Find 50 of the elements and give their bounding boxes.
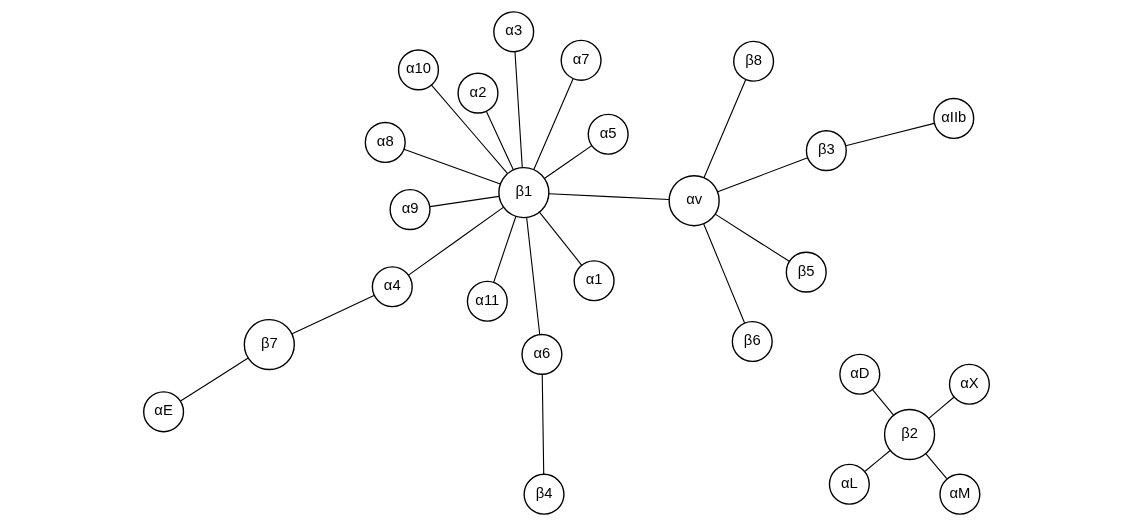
node-circle: β8 <box>733 40 775 82</box>
connector <box>538 211 583 266</box>
node-circle: αD <box>839 353 881 395</box>
node-circle: α4 <box>371 266 413 308</box>
node-circle: α9 <box>389 188 431 231</box>
node-circle: α8 <box>364 121 406 164</box>
connector <box>533 78 574 171</box>
node-circle: α7 <box>560 39 602 81</box>
connector <box>493 215 517 283</box>
connector <box>703 223 746 324</box>
node-circle: α11 <box>466 280 508 322</box>
node-circle: αM <box>939 473 981 515</box>
node-circle: α5 <box>587 113 629 155</box>
node-circle: αIIb <box>933 97 975 139</box>
connector <box>845 122 935 147</box>
connector <box>541 373 545 475</box>
connector <box>430 84 508 174</box>
connector <box>864 449 891 472</box>
connector <box>717 157 809 193</box>
node-circle: β4 <box>523 473 565 515</box>
connector <box>179 357 249 402</box>
node-circle: β1 <box>498 166 550 219</box>
connector <box>703 79 747 179</box>
connector <box>407 206 504 276</box>
connector <box>485 110 514 171</box>
connector <box>544 145 593 179</box>
node-circle: β3 <box>805 130 847 172</box>
node-circle: α6 <box>521 333 563 375</box>
connector <box>526 217 541 336</box>
connector <box>871 389 895 416</box>
connector <box>291 294 375 335</box>
node-circle: αE <box>143 391 185 433</box>
node-circle: β6 <box>731 320 773 363</box>
node-circle: αv <box>668 175 720 227</box>
connector <box>928 396 955 419</box>
node-circle: αX <box>948 363 990 405</box>
node-circle: β2 <box>883 408 936 461</box>
connector <box>714 213 790 262</box>
node-circle: αL <box>828 463 870 505</box>
connector <box>429 195 500 208</box>
node-circle: β7 <box>243 318 295 371</box>
node-circle: α3 <box>493 11 535 53</box>
node-circle: α10 <box>397 49 440 91</box>
node-circle: α1 <box>573 260 615 302</box>
node-circle: α2 <box>457 72 499 114</box>
connector <box>403 148 501 185</box>
connector <box>548 193 670 201</box>
connector <box>514 51 523 169</box>
node-circle: β5 <box>785 251 827 293</box>
connector <box>925 453 948 480</box>
